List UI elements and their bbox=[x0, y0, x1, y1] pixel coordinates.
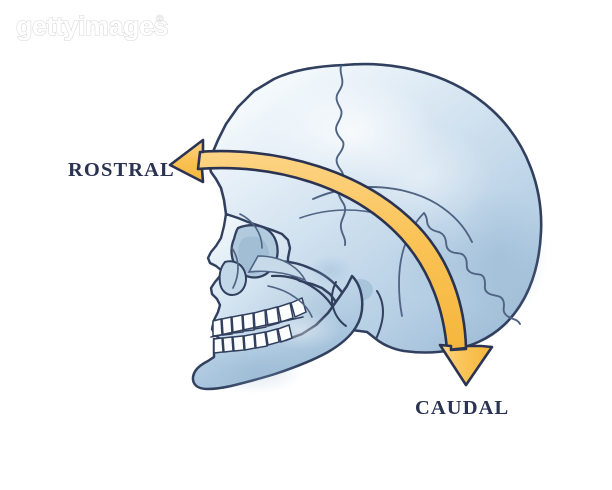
lambdoid-suture bbox=[423, 212, 521, 325]
lower-teeth-row bbox=[213, 324, 293, 354]
rostral-arrowhead-icon bbox=[168, 138, 205, 184]
frontal-process-suture bbox=[239, 213, 263, 249]
label-rostral: ROSTRAL bbox=[68, 159, 175, 181]
nasal-aperture bbox=[218, 260, 247, 297]
direction-arrow bbox=[168, 138, 494, 387]
getty-images-watermark: gettyimages ® bbox=[15, 10, 169, 41]
occlusal-line bbox=[210, 316, 304, 338]
skull-illustration bbox=[191, 62, 548, 394]
mandibular-notch bbox=[331, 281, 347, 327]
caudal-arrowhead-icon bbox=[438, 343, 494, 387]
coronal-suture bbox=[335, 65, 347, 246]
zygomatic-body bbox=[247, 255, 307, 282]
temporal-fossa-shade bbox=[308, 254, 352, 286]
label-caudal: CAUDAL bbox=[415, 397, 509, 419]
watermark-registered-icon: ® bbox=[156, 14, 164, 25]
maxilla-suture bbox=[267, 285, 313, 318]
zygomatic-arch-lower bbox=[270, 274, 336, 311]
nasal-ridge-line bbox=[231, 247, 239, 289]
mandible-shading bbox=[205, 350, 305, 394]
upper-teeth-row bbox=[212, 296, 307, 337]
mastoid-region bbox=[375, 290, 385, 340]
watermark-text: gettyimages bbox=[16, 11, 168, 41]
